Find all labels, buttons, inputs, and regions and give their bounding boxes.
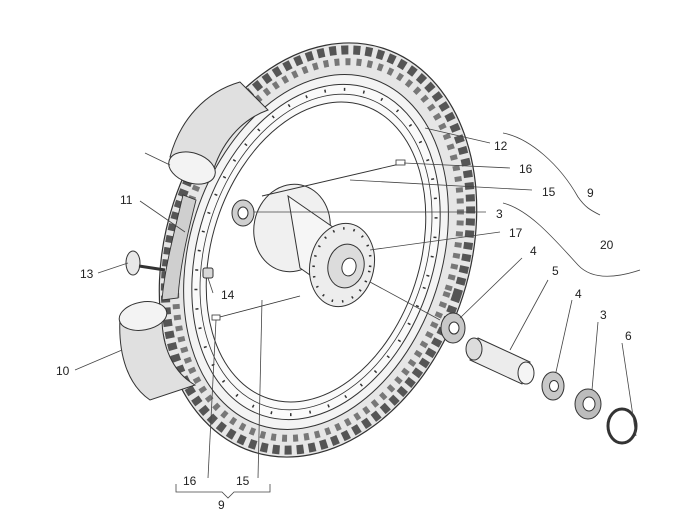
callout-3-upper: 3 xyxy=(496,207,503,221)
brace-9-lower xyxy=(175,484,271,499)
washer-left xyxy=(440,312,466,344)
circlip xyxy=(606,407,638,445)
bearing-left xyxy=(231,199,255,227)
callout-labels: 12 16 15 9 3 17 20 4 5 4 3 6 11 13 14 10… xyxy=(56,139,632,512)
callout-15-upper: 15 xyxy=(542,185,556,199)
brace-20 xyxy=(502,202,641,277)
callout-15-lower: 15 xyxy=(236,474,250,488)
callout-6: 6 xyxy=(625,329,632,343)
callout-10: 10 xyxy=(56,364,70,378)
inner-tube xyxy=(118,81,269,401)
valve-nut xyxy=(202,267,214,279)
callout-13: 13 xyxy=(80,267,94,281)
hub xyxy=(253,183,375,308)
leader-lines xyxy=(74,127,637,479)
callout-4-right: 4 xyxy=(575,287,582,301)
callout-5: 5 xyxy=(552,264,559,278)
valve xyxy=(125,250,166,276)
callout-3-right: 3 xyxy=(600,308,607,322)
washer-right xyxy=(541,371,565,401)
brace-9-upper xyxy=(502,132,601,216)
callout-11: 11 xyxy=(120,193,133,207)
callout-9-upper: 9 xyxy=(587,186,594,200)
spacer-tube xyxy=(465,337,535,385)
callout-14: 14 xyxy=(221,288,235,302)
rim-tape xyxy=(161,194,197,301)
callout-20: 20 xyxy=(600,238,614,252)
spokes xyxy=(211,159,406,321)
callout-9-lower: 9 xyxy=(218,498,225,512)
callout-17: 17 xyxy=(509,226,523,240)
bearing-right xyxy=(574,388,602,420)
callout-16-lower: 16 xyxy=(183,474,197,488)
callout-16-upper: 16 xyxy=(519,162,533,176)
callout-4-left: 4 xyxy=(530,244,537,258)
callout-12: 12 xyxy=(494,139,508,153)
